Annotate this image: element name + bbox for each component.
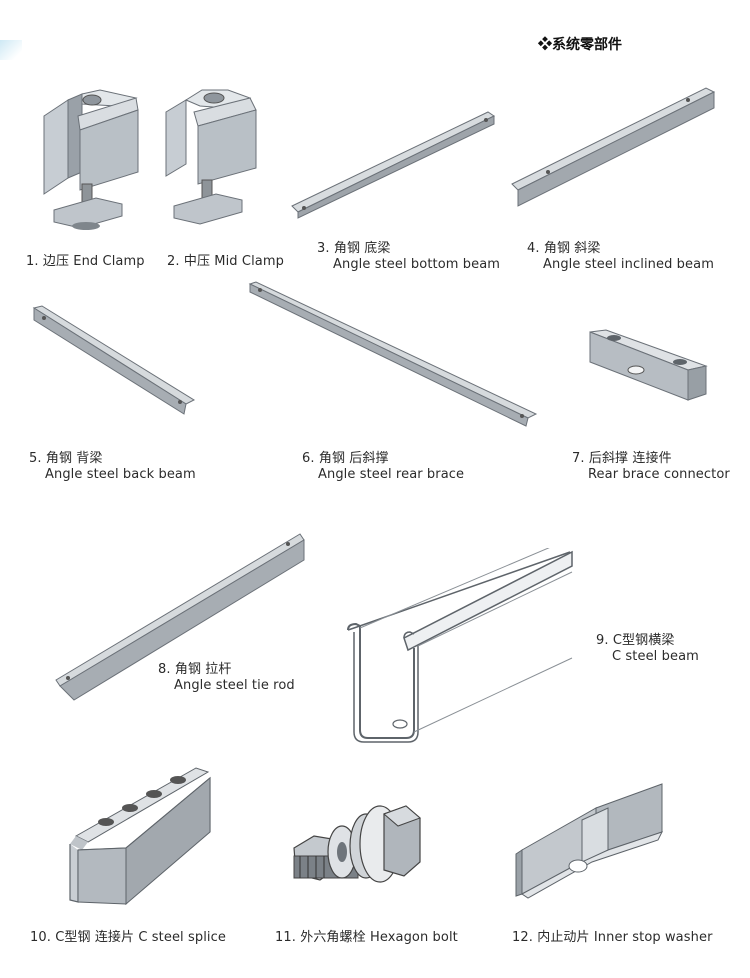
part-label-3-en: Angle steel bottom beam xyxy=(333,257,501,272)
part-label-1: 1. 边压 End Clamp xyxy=(26,254,145,269)
part-label-9-en: C steel beam xyxy=(612,649,699,664)
end-clamp-icon xyxy=(43,89,139,230)
angle-steel-tie-rod-icon xyxy=(55,533,305,701)
part-label-8-en: Angle steel tie rod xyxy=(174,678,295,693)
part-label-8: 8. 角钢 拉杆 Angle steel tie rod xyxy=(158,662,295,693)
part-label-5-en: Angle steel back beam xyxy=(45,467,196,482)
part-label-12: 12. 内止动片 Inner stop washer xyxy=(512,930,713,945)
diamond-bullet-icon: ❖ xyxy=(538,37,552,53)
part-label-2: 2. 中压 Mid Clamp xyxy=(167,254,284,269)
mid-clamp-icon xyxy=(165,89,257,225)
part-label-4: 4. 角钢 斜梁 Angle steel inclined beam xyxy=(527,241,714,272)
angle-steel-back-beam-icon xyxy=(32,305,196,415)
part-label-4-en: Angle steel inclined beam xyxy=(543,257,714,272)
c-steel-splice-icon xyxy=(69,767,211,906)
page-title: ❖系统零部件 xyxy=(538,34,622,54)
part-label-6-en: Angle steel rear brace xyxy=(318,467,465,482)
part-label-10: 10. C型钢 连接片 C steel splice xyxy=(30,930,226,945)
c-steel-beam-icon xyxy=(347,548,573,743)
inner-stop-washer-icon xyxy=(515,783,663,899)
part-label-3: 3. 角钢 底梁 Angle steel bottom beam xyxy=(317,241,501,272)
angle-steel-rear-brace-icon xyxy=(248,281,538,427)
page-title-text: 系统零部件 xyxy=(552,37,622,53)
angle-steel-bottom-beam-icon xyxy=(291,111,496,219)
corner-decoration xyxy=(0,40,22,60)
angle-steel-inclined-beam-icon xyxy=(511,87,716,207)
rear-brace-connector-icon xyxy=(589,329,708,401)
part-label-5: 5. 角钢 背梁 Angle steel back beam xyxy=(29,451,196,482)
part-label-11: 11. 外六角螺栓 Hexagon bolt xyxy=(275,930,458,945)
part-label-9: 9. C型钢横梁 C steel beam xyxy=(596,633,699,664)
part-label-7: 7. 后斜撑 连接件 Rear brace connector xyxy=(572,451,730,482)
hexagon-bolt-icon xyxy=(293,805,421,883)
part-label-7-en: Rear brace connector xyxy=(588,467,730,482)
part-label-6: 6. 角钢 后斜撑 Angle steel rear brace xyxy=(302,451,465,482)
